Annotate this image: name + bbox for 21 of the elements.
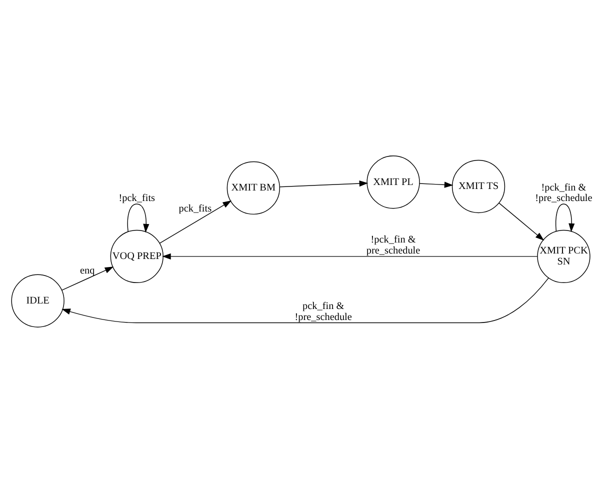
arrow — [62, 277, 549, 323]
edge-label: enq — [80, 264, 95, 276]
node-circle: VOQ PREP — [110, 229, 164, 283]
arrow — [280, 180, 368, 187]
node-circle: XMIT PCK SN — [537, 229, 590, 283]
node-circle: XMIT TS — [452, 159, 506, 213]
node-circle: IDLE — [11, 274, 64, 327]
edge-label: pck_fin & !pre_schedule — [294, 300, 352, 322]
arrow — [555, 203, 575, 232]
arrow — [62, 266, 114, 290]
edge-label: !pck_fin & pre_schedule — [366, 234, 420, 256]
edge-label: pck_fits — [178, 202, 212, 214]
arrow — [127, 203, 150, 232]
node-circle: XMIT PL — [366, 155, 420, 208]
arrow — [419, 181, 454, 188]
edge-label: !pck_fits — [118, 192, 155, 204]
arrow — [498, 202, 544, 240]
arrow — [162, 252, 538, 259]
edge-label: !pck_fin & !pre_schedule — [535, 182, 592, 204]
arrow — [159, 200, 232, 244]
node-circle: XMIT BM — [226, 160, 280, 214]
